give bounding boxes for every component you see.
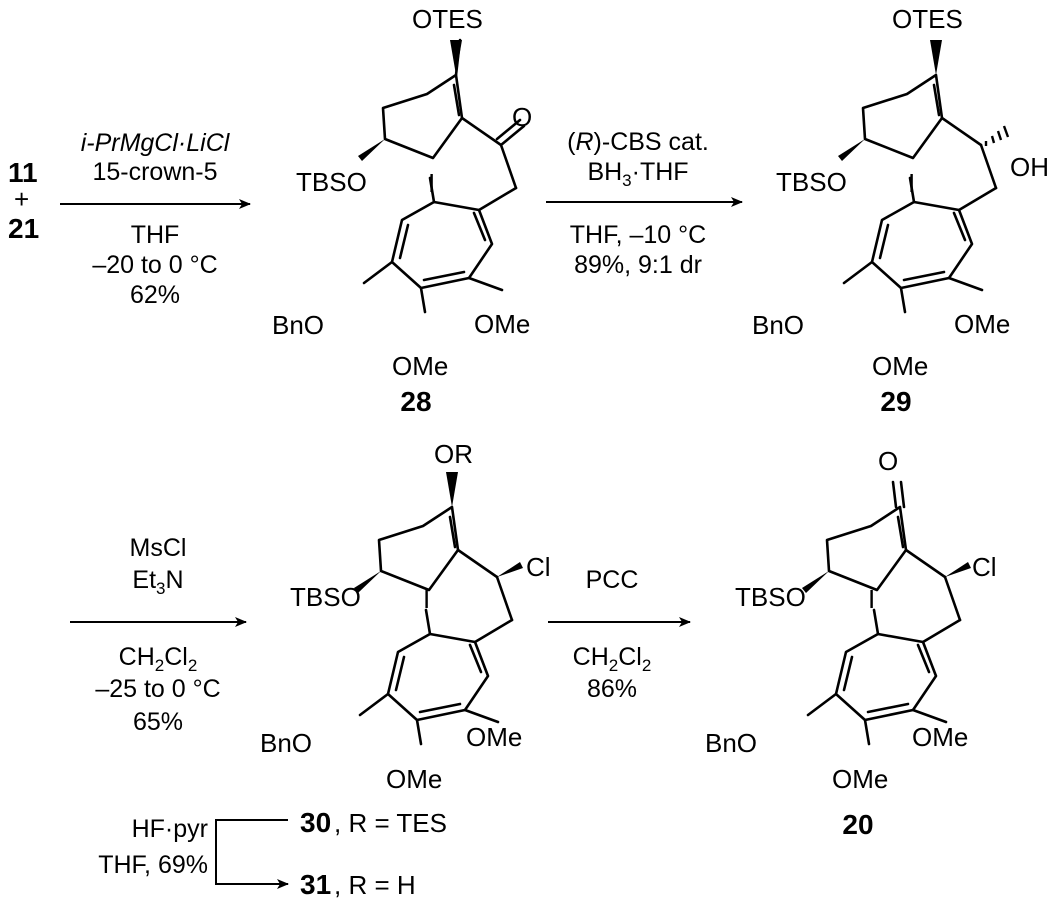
compound-28-top-group: OTES <box>412 4 483 34</box>
compound-29-ome-bottom: OMe <box>872 351 928 381</box>
compound-30-top-group: OR <box>434 439 473 469</box>
compound-31-descriptor: , R = H <box>334 870 416 900</box>
compound-28-ome-bottom: OMe <box>392 351 448 381</box>
step2-reductant: BH3·THF <box>587 158 688 190</box>
step3-reagent-2: Et3N <box>132 566 183 598</box>
step5-reagent: HF·pyr <box>132 815 208 843</box>
step1-yield: 62% <box>130 281 180 309</box>
compound-30-tbso: TBSO <box>290 582 361 612</box>
step3-temperature: –25 to 0 °C <box>95 675 220 703</box>
compound-20-iodo: I <box>868 584 875 614</box>
compound-28-carbonyl-o: O <box>512 102 532 132</box>
step5-conditions: THF, 69% <box>98 851 208 879</box>
compound-28-bno: BnO <box>272 310 324 340</box>
compound-30-descriptor: , R = TES <box>334 808 447 838</box>
compound-29-top-group: OTES <box>892 4 963 34</box>
compound-30-structure <box>352 472 523 746</box>
compound-29-hydroxyl: OH <box>1010 152 1049 182</box>
compound-31-number: 31 <box>300 869 331 900</box>
compound-20-carbonyl-o: O <box>878 446 898 476</box>
step3-reagent-1: MsCl <box>130 534 187 562</box>
compound-28-tbso: TBSO <box>296 167 367 197</box>
compound-20-bno: BnO <box>705 728 757 758</box>
step2-conditions: THF, –10 °C <box>570 221 706 249</box>
compound-29-tbso: TBSO <box>776 167 847 197</box>
step3-solvent: CH2Cl2 <box>119 643 198 675</box>
compound-29-iodo: I <box>908 168 915 198</box>
step3-yield: 65% <box>133 708 183 736</box>
step1-reagent-1: i-PrMgCl·LiCl <box>81 129 231 157</box>
compound-30-number: 30 <box>300 807 331 838</box>
compound-28-ome-right: OMe <box>474 309 530 339</box>
step4-reagent: PCC <box>586 566 639 594</box>
compound-30-ome-right: OMe <box>466 722 522 752</box>
compound-29-number: 29 <box>880 386 911 417</box>
step4-solvent: CH2Cl2 <box>573 643 652 675</box>
compound-30-chloro: Cl <box>526 552 551 582</box>
step1-temperature: –20 to 0 °C <box>92 251 217 279</box>
compound-28-structure <box>356 38 526 314</box>
compound-21-number: 21 <box>8 213 39 244</box>
compound-28-iodo: I <box>428 168 435 198</box>
compound-20-ome-bottom: OMe <box>832 764 888 794</box>
compound-11-number: 11 <box>8 157 38 188</box>
plus-sign: + <box>14 184 29 214</box>
compound-20-number: 20 <box>842 809 873 840</box>
compound-29-bno: BnO <box>752 310 804 340</box>
compound-20-structure <box>800 480 971 746</box>
compound-30-bno: BnO <box>260 728 312 758</box>
reaction-arrow-5 <box>215 819 289 889</box>
compound-20-chloro: Cl <box>972 552 997 582</box>
compound-20-tbso: TBSO <box>735 582 806 612</box>
step1-reagent-2: 15-crown-5 <box>92 158 217 186</box>
step4-yield: 86% <box>587 675 637 703</box>
compound-30-iodo: I <box>423 584 430 614</box>
step2-yield: 89%, 9:1 dr <box>574 251 702 279</box>
compound-20-ome-right: OMe <box>912 722 968 752</box>
compound-29-structure <box>836 40 1010 314</box>
step1-solvent: THF <box>131 221 180 249</box>
compound-29-ome-right: OMe <box>954 309 1010 339</box>
compound-30-ome-bottom: OMe <box>386 764 442 794</box>
step2-catalyst: (R)-CBS cat. <box>567 128 709 156</box>
compound-28-number: 28 <box>400 386 431 417</box>
